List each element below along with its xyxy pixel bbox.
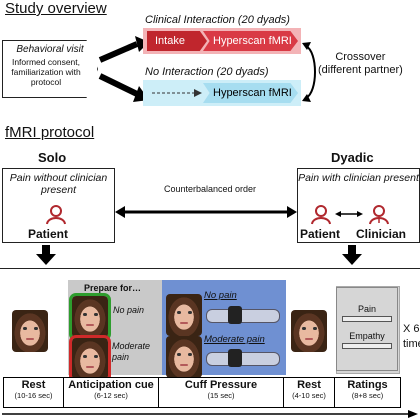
hyperscan-label-a: Hyperscan fMRI [213, 35, 292, 47]
ratings-screen: Pain Empathy [336, 287, 398, 371]
study-overview-title: Study overview [5, 0, 107, 17]
behavioral-visit-body: Informed consent, familiarization with p… [11, 57, 81, 87]
rest-face-icon [291, 310, 327, 352]
timeline-row: Rest (10-16 sec) Anticipation cue (6-12 … [3, 377, 401, 408]
cuff-icon [228, 306, 242, 324]
timeline-label: Anticipation cue [68, 379, 154, 391]
hyperscan-block-b: Hyperscan fMRI [203, 83, 298, 103]
solo-desc: Pain without clinician present [9, 172, 108, 196]
timeline-sub: (15 sec) [207, 391, 235, 400]
clinical-interaction-label: Clinical Interaction (20 dyads) [145, 14, 290, 26]
cuff-moderate-face-icon [166, 336, 202, 378]
dyadic-patient-label: Patient [300, 227, 341, 241]
solo-box: Pain without clinician present Patient [2, 168, 115, 243]
counterbalanced-arrow [115, 206, 297, 218]
cuff-no-pain-label: No pain [204, 290, 237, 301]
repeat-text: X 6 time [403, 322, 420, 352]
ratings-panel [336, 286, 400, 374]
counterbalanced-text: Counterbalanced order [163, 184, 257, 194]
repeat-sub: time [403, 338, 420, 350]
empathy-slider [342, 343, 392, 349]
ratings-pain-label: Pain [357, 304, 376, 314]
cuff-moderate-label: Moderate pain [204, 334, 265, 345]
timeline-label: Rest [297, 379, 321, 391]
dyadic-box: Pain with clinician present Patient Clin… [297, 168, 420, 243]
hyperscan-label-b: Hyperscan fMRI [213, 87, 292, 99]
timeline-label: Rest [21, 379, 46, 391]
timeline-cell: Cuff Pressure (15 sec) [159, 378, 284, 407]
crossover-label: Crossover [335, 51, 386, 63]
dyadic-desc: Pain with clinician present [298, 172, 419, 184]
solo-heading: Solo [38, 150, 67, 165]
time-axis-arrow [2, 410, 418, 418]
timeline-label: Cuff Pressure [184, 379, 258, 391]
dyadic-heading: Dyadic [331, 150, 374, 165]
moderate-pain-cue-face-icon [69, 335, 111, 383]
crossover-arrow [302, 42, 316, 102]
branch-arrows [98, 36, 149, 102]
solo-down-arrow [36, 245, 56, 265]
hyperscan-block-a: Hyperscan fMRI [203, 31, 298, 51]
timeline-cell: Rest (4-10 sec) [284, 378, 335, 407]
timeline-cell: Rest (10-16 sec) [4, 378, 64, 407]
patient-icon [46, 205, 66, 225]
divider [0, 268, 420, 269]
double-arrow [335, 211, 363, 217]
timeline-cell: Ratings (8+8 sec) [335, 378, 400, 407]
prepare-label: Prepare for… [84, 283, 142, 293]
solo-patient-label: Patient [28, 227, 69, 241]
leg-icon [206, 352, 280, 366]
cuff-no-pain-face-icon [166, 294, 202, 336]
no-pain-cue-label: No pain [113, 305, 145, 315]
patient-icon [311, 205, 331, 225]
ratings-empathy-label: Empathy [349, 331, 385, 341]
intake-label: Intake [155, 35, 185, 47]
dashed-arrow [152, 89, 202, 97]
no-interaction-label: No Interaction (20 dyads) [145, 66, 269, 78]
clinician-icon [369, 205, 389, 225]
behavioral-visit-box: Behavioral visit Informed consent, famil… [2, 40, 98, 98]
timeline-sub: (8+8 sec) [351, 391, 384, 400]
pain-slider [342, 316, 392, 322]
timeline-sub: (10-16 sec) [14, 391, 53, 400]
crossover-sub: (different partner) [318, 64, 403, 76]
no-pain-cue-face-icon [69, 293, 111, 341]
dyadic-down-arrow [342, 245, 362, 265]
cuff-icon [228, 349, 242, 367]
timeline-cell: Anticipation cue (6-12 sec) [64, 378, 159, 407]
fmri-protocol-title: fMRI protocol [5, 124, 95, 141]
behavioral-visit-title: Behavioral visit [16, 44, 84, 55]
timeline-sub: (6-12 sec) [94, 391, 128, 400]
crossover-text: Crossover (different partner) [318, 51, 403, 77]
repeat-label: X 6 [403, 323, 420, 335]
rest-face-icon [12, 310, 48, 352]
moderate-pain-cue-label: Moderate pain [112, 341, 151, 362]
timeline-sub: (4-10 sec) [292, 391, 326, 400]
clinician-label: Clinician [356, 227, 407, 241]
timeline-label: Ratings [347, 379, 388, 391]
leg-icon [206, 309, 280, 323]
intake-block: Intake [147, 31, 207, 51]
